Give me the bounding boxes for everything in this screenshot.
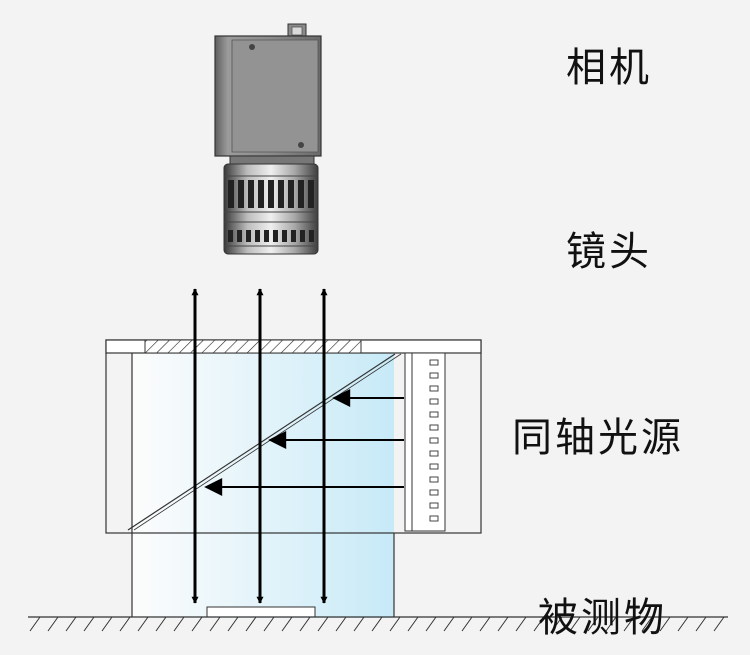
object-base [28, 606, 728, 632]
vertical-light-arrows [191, 288, 328, 604]
label-object: 被测物 [538, 595, 667, 641]
horizontal-light-arrows [204, 389, 404, 496]
test-object [206, 606, 316, 618]
label-lens: 镜头 [566, 229, 652, 275]
led-panel [404, 352, 446, 532]
label-camera: 相机 [566, 45, 652, 91]
led-ticks [429, 359, 439, 522]
label-coaxial-light: 同轴光源 [512, 415, 684, 461]
coaxial-light-housing [105, 339, 482, 618]
industrial-camera-icon [214, 23, 322, 165]
lens-icon [223, 163, 319, 255]
